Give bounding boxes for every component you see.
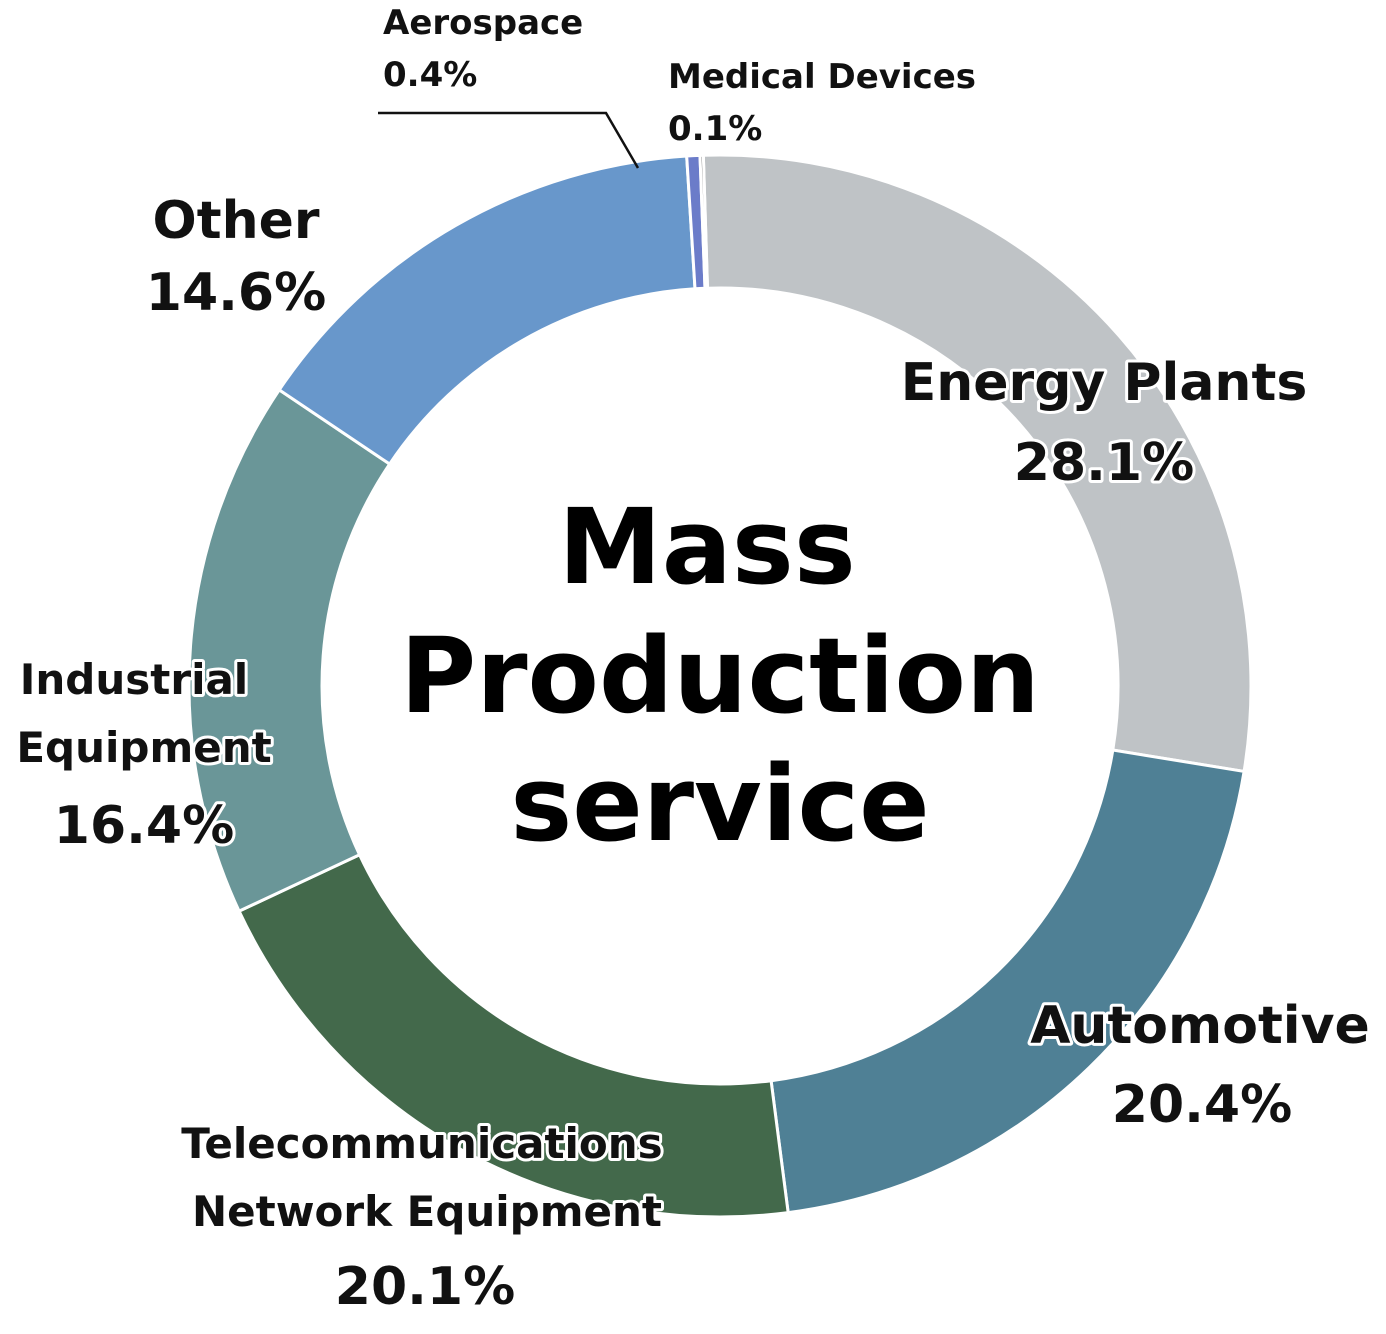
slice-energy-plants <box>701 153 1253 774</box>
aerospace-label: Aerospace <box>383 3 583 43</box>
donut-slices <box>187 153 1253 1219</box>
industrial-label-line-1: Industrial <box>20 655 248 704</box>
telecom-label-line-1: Telecommunications <box>181 1119 662 1168</box>
slice-other <box>277 154 697 467</box>
center-title-line-1: Mass <box>558 486 855 608</box>
other-label: Other <box>153 191 320 251</box>
aerospace-leader-line <box>378 111 640 169</box>
industrial-value: 16.4% <box>54 796 234 856</box>
center-title-line-2: Production <box>400 615 1040 737</box>
center-title-line-3: service <box>510 743 929 865</box>
medical-devices-label: Medical Devices <box>668 57 976 97</box>
industrial-label-line-2: Equipment <box>16 723 271 772</box>
telecom-value: 20.1% <box>335 1257 515 1317</box>
medical-devices-value: 0.1% <box>668 109 762 149</box>
telecom-label-line-2: Network Equipment <box>192 1187 662 1236</box>
energy-plants-value: 28.1% <box>1014 433 1194 493</box>
other-value: 14.6% <box>146 263 326 323</box>
slice-medical-devices <box>698 153 710 290</box>
automotive-label: Automotive <box>1030 996 1370 1056</box>
energy-plants-label: Energy Plants <box>901 353 1308 413</box>
aerospace-value: 0.4% <box>383 55 477 95</box>
automotive-value: 20.4% <box>1112 1075 1292 1135</box>
slice-automotive <box>769 748 1246 1215</box>
